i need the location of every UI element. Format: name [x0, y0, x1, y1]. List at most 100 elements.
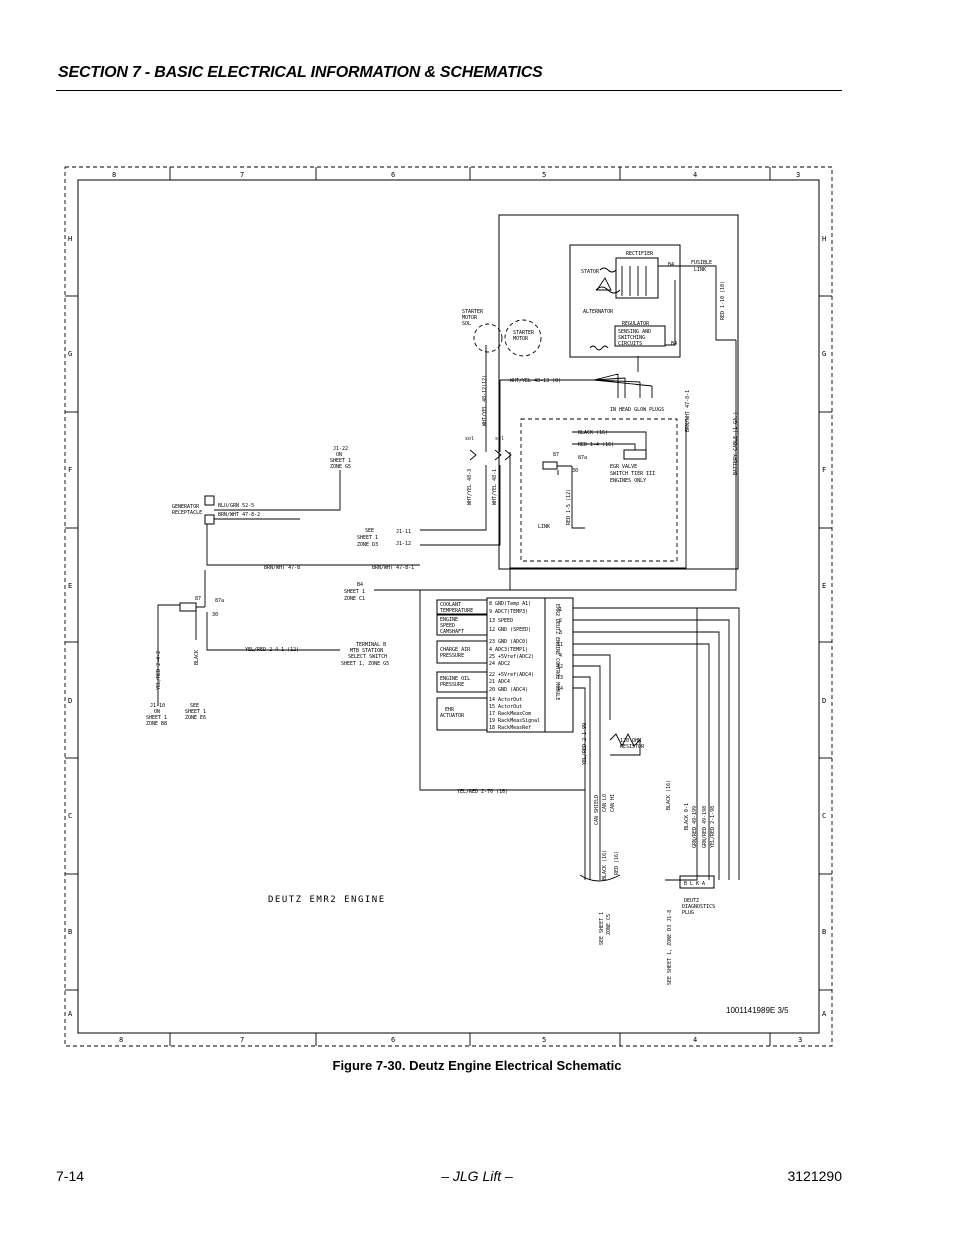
zone-col-top-6: 6	[391, 171, 395, 179]
diag-label-2: DIAGNOSTICS	[682, 904, 715, 910]
ecm-pin-13: 17 RackMeasCom	[489, 711, 531, 717]
zone-labels-left: H G F E D C B A	[68, 235, 73, 1018]
ehr-label-1: EHR	[445, 707, 455, 713]
drawing-number: 1001141989E 3/5	[726, 1006, 789, 1015]
sensing-label-3: CIRCUITS	[618, 341, 642, 347]
yel-red-2198-label: YEL/RED 2-1-98	[710, 806, 716, 848]
seesh-label-1: SEE	[190, 703, 199, 709]
see-sheet-c5-label-2: ZONE C5	[606, 914, 612, 935]
ecm-pin-14: 19 RackMeasSignal	[489, 718, 540, 724]
glow-plugs-label: IN HEAD GLOW PLUGS	[610, 407, 664, 413]
brn-wht-4781-vertical: BRN/WHT 47-8-1	[685, 390, 691, 432]
ecm-pin-8: 22 +5Vref(ADC4)	[489, 672, 534, 678]
oil-label-1: ENGINE OIL	[440, 676, 470, 682]
see-sheet-c5-label-1: SEE SHEET 1	[599, 912, 605, 945]
ecm-pin-3: 12 GND (SPEED)	[489, 627, 531, 633]
zone-row-right-f: F	[822, 466, 826, 474]
ecm-label: EMR2 DEUTZ ENGINE CONTROL MODULE	[554, 604, 560, 700]
main-relay-30: 30	[212, 612, 218, 618]
j110-label-2: ON	[154, 709, 160, 715]
can-lo-label: CAN LO	[602, 794, 608, 812]
starter-sol-label-3: SOL	[462, 321, 471, 327]
can-shield-label: CAN SHIELD	[594, 795, 600, 825]
oil-label-2: PRESSURE	[440, 682, 464, 688]
ecm-pin-4: 23 GND (ADC0)	[489, 639, 528, 645]
zone-col-top-4: 4	[693, 171, 697, 179]
egr-relay-87a: 87a	[578, 455, 587, 461]
ecm-pin-2: 13 SPEED	[489, 618, 513, 624]
j110-label-4: ZONE B8	[146, 721, 167, 727]
egr-relay	[542, 461, 558, 470]
j110-label-1: J1-10	[150, 703, 165, 709]
doc-number: 3121290	[787, 1168, 842, 1184]
ecm-pin-0: 8 GND(Temp A1)	[489, 601, 531, 607]
egr-connector	[623, 449, 647, 460]
black-16-label: BLACK (16)	[578, 430, 608, 436]
black-16b-label: BLACK (16)	[602, 850, 608, 880]
b4-sheet-label-1: B4	[357, 582, 363, 588]
diag-label-3: PLUG	[682, 910, 694, 916]
speed-sensor-box	[436, 614, 488, 636]
yel-red-241-label: YEL/RED 2-4-1 (12)	[245, 647, 299, 653]
ecm-output-wiring	[573, 607, 740, 881]
regulator-coil	[589, 345, 609, 351]
oil-sensor-box	[436, 671, 488, 693]
diag-pins-label: B L K A	[684, 881, 705, 887]
starter-motor-label-1: STARTER	[513, 330, 535, 336]
terminal-label-2: MTB STATION	[350, 648, 383, 654]
can-hi-label: CAN HI	[610, 794, 616, 812]
stator-coil	[595, 267, 621, 294]
black-01-label: BLACK 0-1	[684, 803, 690, 830]
wht-yel-4813-label: WHT/YEL 48-13 (8)	[510, 378, 561, 384]
rectifier-label: RECTIFIER	[626, 251, 654, 257]
diag-plug-box	[679, 875, 715, 889]
zone-row-left-h: H	[68, 235, 72, 243]
ecm-pin-5: 4 ADC3(TEMP1)	[489, 647, 528, 653]
b4-terminal-label: B4	[671, 341, 677, 347]
see-sheet-d3-label: SEE SHEET 1, ZONE D3 J1-8	[667, 910, 673, 985]
egr-wiring	[557, 431, 647, 529]
zone-row-left-f: F	[68, 466, 72, 474]
egr-relay-30: 30	[572, 468, 578, 474]
j122-label-3: SHEET 1	[330, 458, 351, 464]
resistor-label-1: 120 OHM	[620, 738, 641, 744]
red-14-label: RED 1-4 (16)	[578, 442, 614, 448]
starter-motor-circle	[504, 319, 542, 357]
see-sheet1-label-1: SEE	[365, 528, 374, 534]
ecm-rpin-0: 1	[559, 607, 562, 613]
zone-labels-bottom: 8 7 6 5 4 3	[119, 1036, 802, 1044]
yel-red-242-label: YEL/RED 2-4-2	[156, 651, 162, 690]
publisher: – JLG Lift –	[441, 1168, 513, 1184]
alternator-wiring	[637, 265, 736, 372]
black-label: BLACK	[194, 650, 200, 665]
red-15-label: RED 1-5 (12)	[566, 489, 572, 525]
ecm-pin-1: 9 ADC7(TEMP3)	[489, 609, 528, 615]
ecm-pin-7: 24 ADC2	[489, 661, 510, 667]
zone-row-right-c: C	[822, 812, 826, 820]
zone-col-top-8: 8	[112, 171, 116, 179]
sol-a-label: sol	[465, 436, 474, 442]
main-relay-wiring	[157, 570, 340, 706]
ecm-pin-11: 14 ActorOut	[489, 697, 522, 703]
b4-sheet-label-2: SHEET 1	[344, 589, 365, 595]
starter-sol-label-1: STARTER	[462, 309, 484, 315]
ehr-actuator-box	[436, 697, 488, 731]
link-label: LINK	[538, 524, 550, 530]
section-title: SECTION 7 - BASIC ELECTRICAL INFORMATION…	[58, 64, 543, 81]
fusible-label-2: LINK	[694, 267, 706, 273]
j111-label: J1-11	[396, 529, 411, 535]
zone-labels-right: H G F E D C B A	[822, 235, 827, 1018]
ecm-rpin-1: 2	[559, 618, 562, 624]
gen-pin-a	[204, 495, 215, 506]
gen-pin-b	[204, 514, 215, 525]
egr-relay-87: 87	[553, 452, 559, 458]
see-sheet1-label-3: ZONE D3	[357, 542, 378, 548]
brn-wht-4781-label: BRN/WHT 47-8-1	[372, 565, 414, 571]
red-110-label: RED 1-10 (10)	[720, 281, 726, 320]
charge-label-1: CHARGE AIR	[440, 647, 471, 653]
b4-label: B4	[668, 262, 674, 268]
rectifier-diodes	[621, 266, 647, 296]
generator-wiring	[206, 470, 420, 566]
zone-row-left-e: E	[68, 582, 72, 590]
